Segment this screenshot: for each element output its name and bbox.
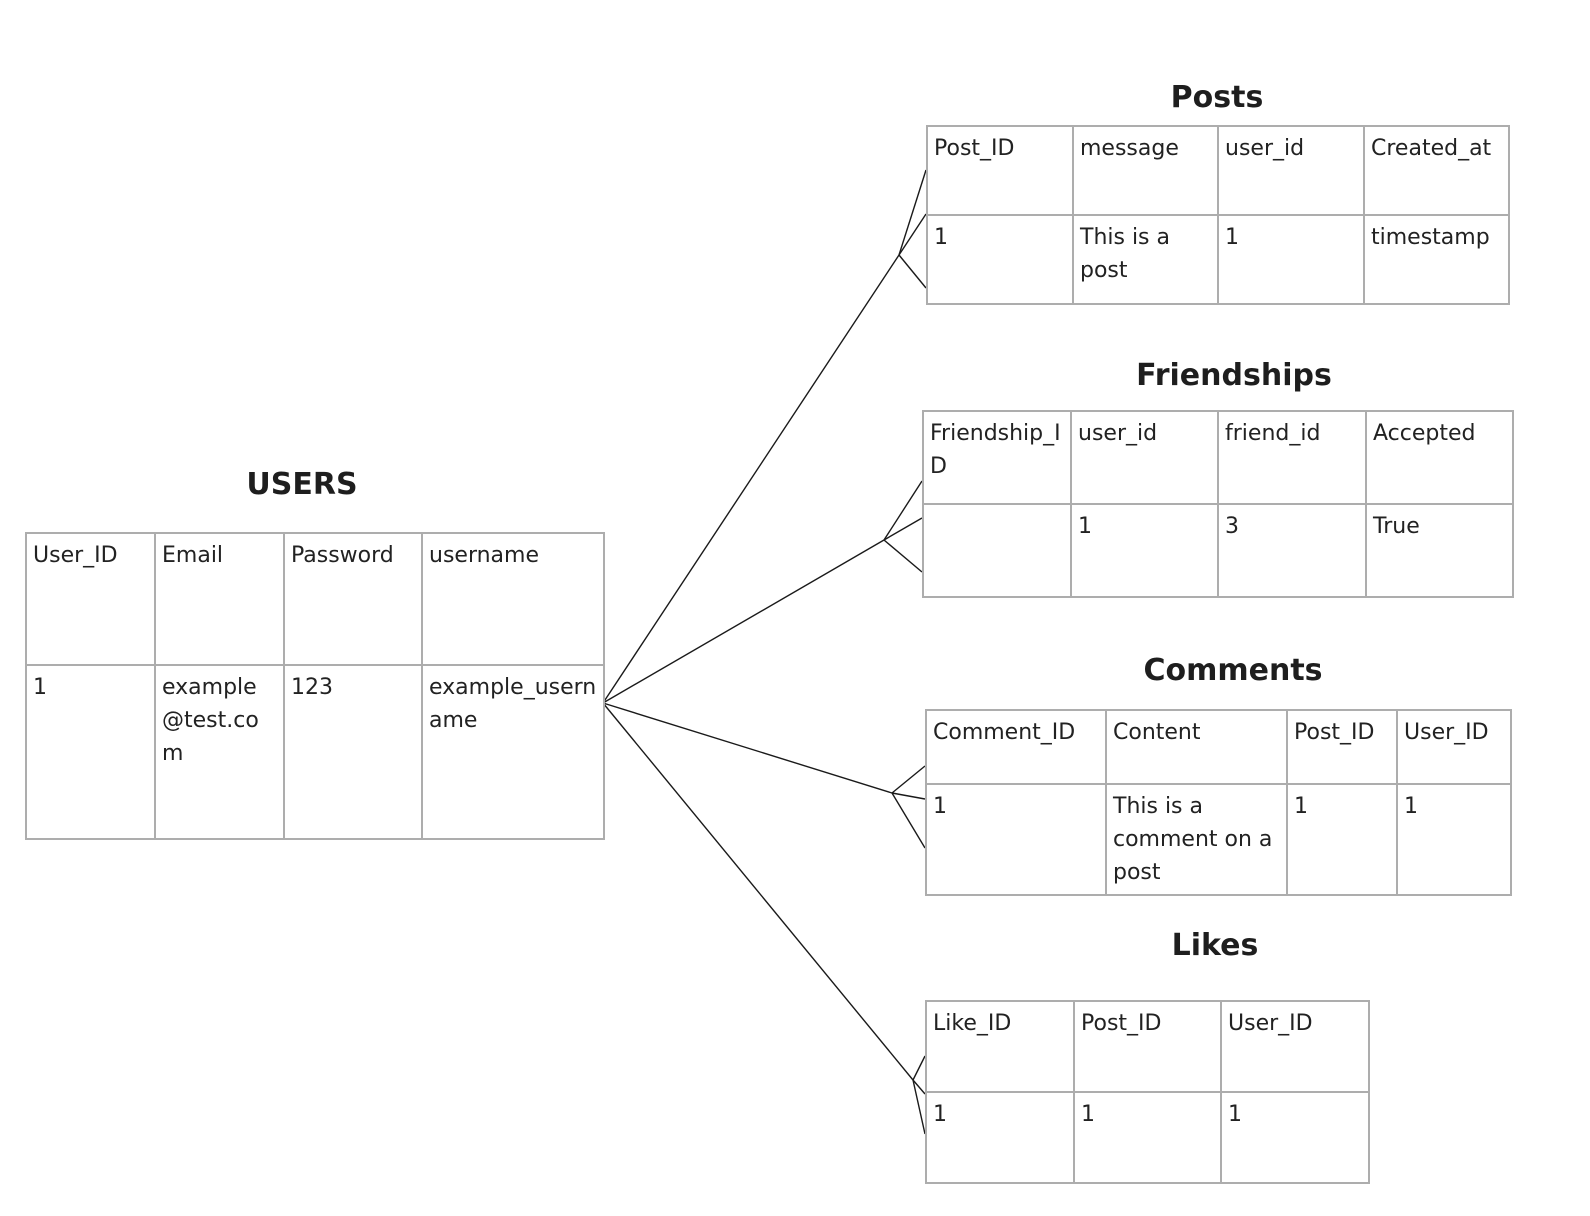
users-table: User_ID Email Password username 1 exampl… [25,532,605,840]
friendships-title: Friendships [1136,358,1332,393]
column-header: Comment_ID [925,709,1107,785]
crows-foot-prong-top [883,480,923,541]
table-cell: 1 [1396,783,1512,896]
table-cell: 1 [25,664,156,840]
table-cell: 1 [1286,783,1398,896]
table-cell: 1 [1073,1091,1222,1184]
crows-foot-prong-top [912,1055,926,1081]
users-title: USERS [246,467,358,502]
table-cell: 1 [1217,214,1365,305]
crows-foot-prong-top [898,169,927,256]
crows-foot-prong-bottom [898,254,927,289]
column-header: Accepted [1365,410,1514,505]
column-header: Content [1105,709,1288,785]
connector-line [602,254,900,704]
table-row: 1 This is a post 1 timestamp [926,214,1510,305]
column-header: message [1072,125,1219,216]
relationship-users-likes [602,702,926,1135]
likes-title: Likes [1171,928,1259,963]
column-header: Created_at [1363,125,1510,216]
relationship-users-posts [602,169,927,704]
friendships-table: Friendship_ID user_id friend_id Accepted… [922,410,1514,598]
table-row: 1 3 True [922,503,1514,598]
table-row: 1 1 1 [925,1091,1370,1184]
column-header: user_id [1070,410,1219,505]
table-cell: 1 [925,1091,1075,1184]
column-header: Post_ID [1073,1000,1222,1093]
connector-line [602,539,885,704]
column-header: User_ID [1396,709,1512,785]
table-header-row: Post_ID message user_id Created_at [926,125,1510,216]
comments-title: Comments [1143,653,1323,688]
table-cell [922,503,1072,598]
column-header: Post_ID [926,125,1074,216]
relationship-users-friendships [602,480,923,704]
table-cell: 1 [925,783,1107,896]
table-cell: 123 [283,664,423,840]
table-cell: example@test.com [154,664,285,840]
table-header-row: Friendship_ID user_id friend_id Accepted [922,410,1514,505]
column-header: Email [154,532,285,666]
table-cell: 1 [1070,503,1219,598]
crows-foot-prong-bottom [891,792,926,849]
table-row: 1 example@test.com 123 example_username [25,664,605,840]
crows-foot-prong-middle [883,517,923,541]
crows-foot-prong-middle [891,792,926,800]
posts-table: Post_ID message user_id Created_at 1 Thi… [926,125,1510,305]
table-row: 1 This is a comment on a post 1 1 [925,783,1512,896]
column-header: friend_id [1217,410,1367,505]
table-header-row: User_ID Email Password username [25,532,605,666]
crows-foot-prong-bottom [912,1079,926,1135]
connector-line [602,702,893,794]
column-header: username [421,532,605,666]
column-header: user_id [1217,125,1365,216]
table-cell: This is a comment on a post [1105,783,1288,896]
crows-foot-prong-middle [898,213,927,256]
posts-title: Posts [1170,80,1264,115]
table-cell: This is a post [1072,214,1219,305]
connector-line [602,702,914,1081]
table-cell: 1 [926,214,1074,305]
column-header: Like_ID [925,1000,1075,1093]
column-header: User_ID [1220,1000,1370,1093]
table-header-row: Like_ID Post_ID User_ID [925,1000,1370,1093]
table-cell: 1 [1220,1091,1370,1184]
column-header: Post_ID [1286,709,1398,785]
crows-foot-prong-top [891,765,926,794]
table-cell: 3 [1217,503,1367,598]
table-cell: True [1365,503,1514,598]
column-header: Password [283,532,423,666]
likes-table: Like_ID Post_ID User_ID 1 1 1 [925,1000,1370,1184]
column-header: Friendship_ID [922,410,1072,505]
table-cell: example_username [421,664,605,840]
column-header: User_ID [25,532,156,666]
crows-foot-prong-middle [912,1079,926,1095]
comments-table: Comment_ID Content Post_ID User_ID 1 Thi… [925,709,1512,896]
relationship-users-comments [602,702,926,849]
table-cell: timestamp [1363,214,1510,305]
table-header-row: Comment_ID Content Post_ID User_ID [925,709,1512,785]
crows-foot-prong-bottom [883,539,923,573]
